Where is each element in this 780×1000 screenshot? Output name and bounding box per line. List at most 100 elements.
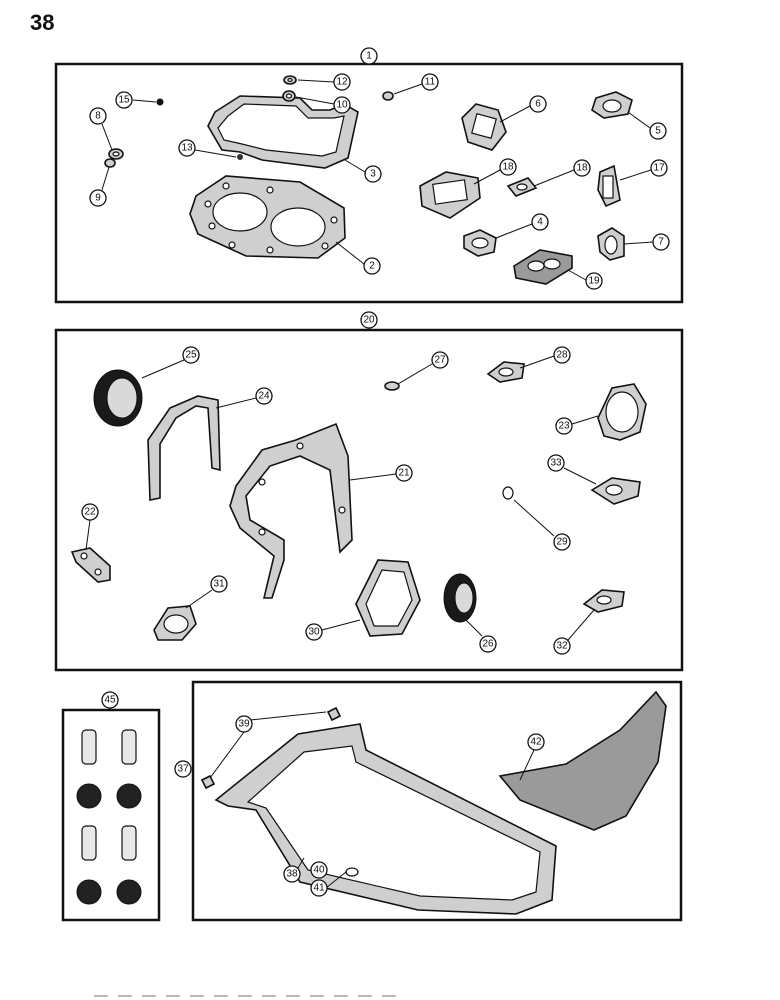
gasket-22 xyxy=(70,547,111,583)
svg-text:18: 18 xyxy=(576,163,588,174)
svg-text:41: 41 xyxy=(313,883,325,894)
sleeve-1 xyxy=(81,729,97,765)
seal-ring-3 xyxy=(76,879,102,905)
callout-22: 22 xyxy=(81,503,99,521)
washer-27 xyxy=(384,381,400,391)
callout-41: 41 xyxy=(310,879,328,897)
callout-10: 10 xyxy=(333,96,351,114)
callout-7: 7 xyxy=(652,233,670,251)
callout-32: 32 xyxy=(553,637,571,655)
ball-13 xyxy=(237,154,243,160)
svg-text:1: 1 xyxy=(366,51,372,62)
callout-13: 13 xyxy=(178,139,196,157)
callout-15: 15 xyxy=(115,91,133,109)
timing-cover-gasket xyxy=(147,395,221,501)
callout-30: 30 xyxy=(305,623,323,641)
svg-text:26: 26 xyxy=(482,639,494,650)
svg-text:13: 13 xyxy=(181,143,193,154)
svg-text:3: 3 xyxy=(370,169,376,180)
callout-6: 6 xyxy=(529,95,547,113)
end-seal-39b xyxy=(200,774,216,790)
sleeve-2 xyxy=(121,729,137,765)
callout-group-1: 1 xyxy=(360,47,378,65)
callout-21: 21 xyxy=(395,464,413,482)
seal-ring-4 xyxy=(116,879,142,905)
callout-17: 18 xyxy=(573,159,591,177)
svg-text:40: 40 xyxy=(313,865,325,876)
washer-11 xyxy=(382,91,394,101)
front-plate-gasket xyxy=(229,422,353,599)
ball-15 xyxy=(156,98,164,106)
svg-text:29: 29 xyxy=(556,537,568,548)
callout-12: 12 xyxy=(333,73,351,91)
callout-group-20: 20 xyxy=(360,311,378,329)
callout-39: 39 xyxy=(235,715,253,733)
callout-group-45: 45 xyxy=(101,691,119,709)
svg-text:31: 31 xyxy=(213,579,225,590)
svg-text:33: 33 xyxy=(550,458,562,469)
svg-text:6: 6 xyxy=(535,99,541,110)
sleeve-4 xyxy=(121,825,137,861)
washer-41 xyxy=(345,867,359,877)
callout-33: 33 xyxy=(547,454,565,472)
page-number: 38 xyxy=(30,10,55,35)
svg-text:38: 38 xyxy=(286,869,298,880)
svg-text:5: 5 xyxy=(655,126,661,137)
svg-text:2: 2 xyxy=(369,261,375,272)
callout-11: 11 xyxy=(421,73,439,91)
callout-2: 2 xyxy=(363,257,381,275)
callout-26: 26 xyxy=(479,635,497,653)
callout-28: 28 xyxy=(553,346,571,364)
svg-text:12: 12 xyxy=(336,77,348,88)
seal-ring-2 xyxy=(116,783,142,809)
svg-text:32: 32 xyxy=(556,641,568,652)
svg-text:19: 19 xyxy=(588,276,600,287)
o-ring-29 xyxy=(502,486,514,500)
svg-text:30: 30 xyxy=(308,627,320,638)
svg-text:4: 4 xyxy=(537,217,543,228)
svg-text:7: 7 xyxy=(658,237,664,248)
svg-text:15: 15 xyxy=(118,95,130,106)
svg-text:21: 21 xyxy=(398,468,410,479)
callout-16: 17 xyxy=(650,159,668,177)
callout-27: 27 xyxy=(431,351,449,369)
svg-text:22: 22 xyxy=(84,507,96,518)
svg-text:17: 17 xyxy=(653,163,665,174)
callout-25: 25 xyxy=(182,346,200,364)
callout-23: 23 xyxy=(555,417,573,435)
callout-4: 4 xyxy=(531,213,549,231)
callout-3: 3 xyxy=(364,165,382,183)
callout-24: 24 xyxy=(255,387,273,405)
callout-29: 29 xyxy=(553,533,571,551)
seal-ring-1 xyxy=(76,783,102,809)
svg-text:45: 45 xyxy=(104,695,116,706)
svg-text:39: 39 xyxy=(238,719,250,730)
callout-38: 38 xyxy=(283,865,301,883)
svg-text:23: 23 xyxy=(558,421,570,432)
rear-seal-gasket-42 xyxy=(498,690,667,831)
svg-text:27: 27 xyxy=(434,355,446,366)
frame-oil-pan xyxy=(191,680,683,922)
callout-5: 5 xyxy=(649,122,667,140)
svg-text:10: 10 xyxy=(336,100,348,111)
callout-40: 40 xyxy=(310,861,328,879)
svg-text:20: 20 xyxy=(363,315,375,326)
frame-sleeve-kit xyxy=(61,708,161,922)
svg-text:42: 42 xyxy=(530,737,542,748)
svg-text:18: 18 xyxy=(502,162,514,173)
svg-text:24: 24 xyxy=(258,391,270,402)
end-seal-39a xyxy=(326,706,342,722)
callout-19: 19 xyxy=(585,272,603,290)
callout-9: 9 xyxy=(89,189,107,207)
svg-text:11: 11 xyxy=(425,77,436,88)
svg-text:8: 8 xyxy=(95,111,101,122)
callout-18: 18 xyxy=(499,158,517,176)
callout-31: 31 xyxy=(210,575,228,593)
svg-text:28: 28 xyxy=(556,350,568,361)
callout-42: 42 xyxy=(527,733,545,751)
washer-9 xyxy=(104,158,116,168)
sleeve-3 xyxy=(81,825,97,861)
svg-text:9: 9 xyxy=(95,193,101,204)
svg-text:25: 25 xyxy=(185,350,197,361)
